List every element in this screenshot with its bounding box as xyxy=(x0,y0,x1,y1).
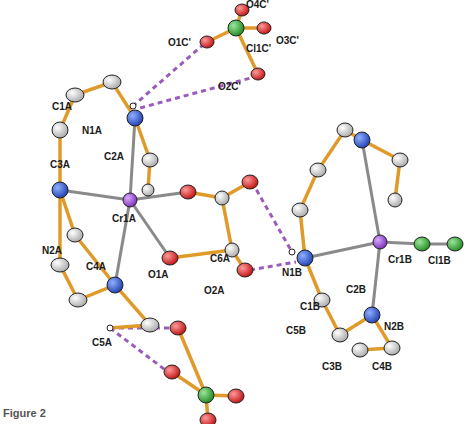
atom-label: C3A xyxy=(50,160,70,170)
atom-label: N2A xyxy=(42,246,62,256)
atom-label: O1A xyxy=(148,270,169,280)
atom-label: C1A xyxy=(52,102,72,112)
atom-label: Cr1B xyxy=(388,255,412,265)
atom-label: C2B xyxy=(346,285,366,295)
atom-label: N1A xyxy=(82,126,102,136)
atom-label: C4B xyxy=(372,362,392,372)
atom-label: C6A xyxy=(210,254,230,264)
atom-label: N1B xyxy=(282,268,302,278)
atom-label: N2B xyxy=(384,322,404,332)
atom-label: C5A xyxy=(92,338,112,348)
atom-label: C4A xyxy=(86,262,106,272)
figure-caption: Figure 2 xyxy=(3,408,46,419)
atom-label: C3B xyxy=(322,362,342,372)
atom-label: Cl1B xyxy=(428,256,451,266)
atom-label: O2A xyxy=(204,286,225,296)
atom-label: Cl1C' xyxy=(246,44,271,54)
atom-label: O1C' xyxy=(168,38,191,48)
atom-label: Cr1A xyxy=(112,214,136,224)
atom-label: O4C' xyxy=(246,0,269,10)
atom-label: C2A xyxy=(104,152,124,162)
atom-label: O2C' xyxy=(218,82,241,92)
atom-label: C5B xyxy=(286,326,306,336)
atom-label: O3C' xyxy=(276,36,299,46)
atom-label: C1B xyxy=(300,302,320,312)
